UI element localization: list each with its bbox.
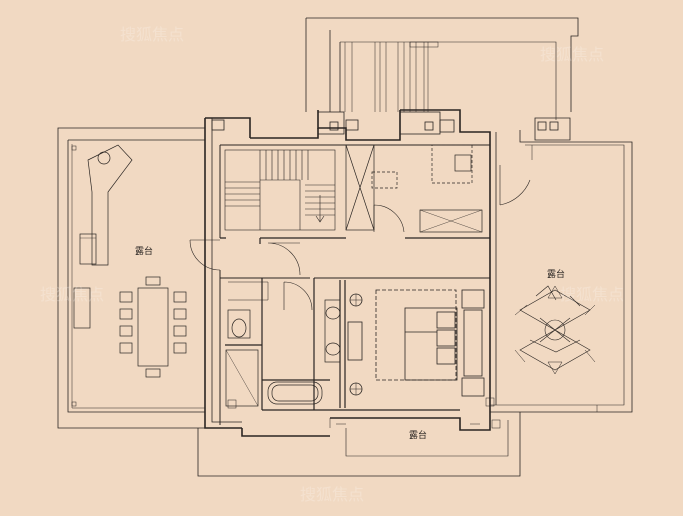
doors (189, 165, 531, 311)
bed (347, 289, 485, 397)
bathroom-fixtures (225, 299, 341, 407)
watermark: 搜狐焦点 (40, 285, 104, 304)
east-terrace-outline (490, 130, 633, 413)
elevator-shaft (345, 144, 375, 231)
terrace-west-label: 露台 (135, 245, 153, 257)
terrace-east-label: 露台 (547, 268, 565, 280)
outdoor-umbrella-set (514, 285, 596, 375)
interior-partitions (220, 237, 490, 411)
outdoor-lounge (73, 144, 133, 329)
staircase (224, 149, 336, 231)
watermark: 搜狐焦点 (560, 285, 624, 304)
south-terrace-outline (197, 412, 521, 477)
terrace-south-label: 露台 (409, 429, 427, 441)
north-projection-outline (305, 17, 579, 120)
west-terrace-outline (57, 127, 205, 429)
south-details (227, 397, 501, 429)
north-cabinets (211, 111, 559, 135)
watermark: 搜狐焦点 (540, 45, 604, 64)
closet (371, 144, 483, 233)
dining-set (119, 276, 187, 378)
watermark: 搜狐焦点 (120, 25, 184, 44)
watermark: 搜狐焦点 (300, 485, 364, 504)
